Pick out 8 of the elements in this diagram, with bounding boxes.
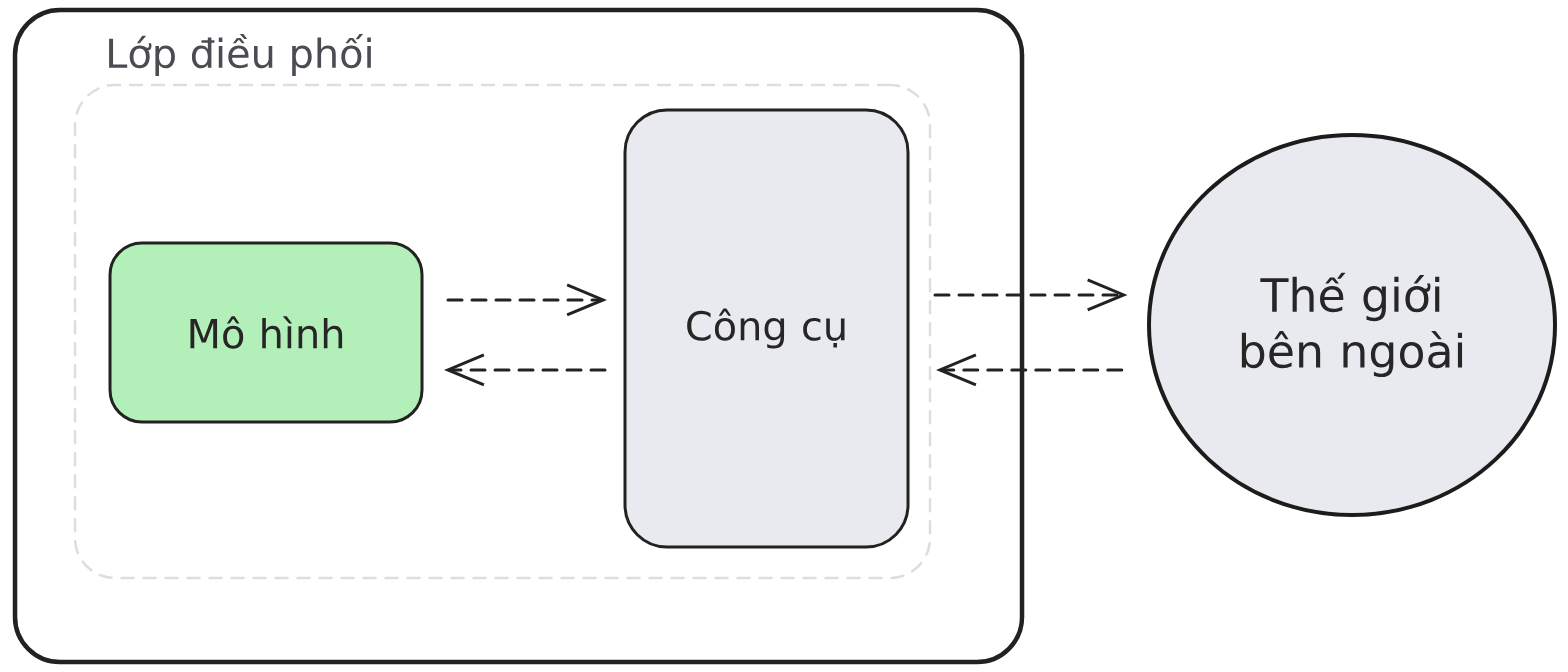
arrow (444, 353, 607, 387)
ellipse-node: Thế giới bên ngoài (1147, 133, 1557, 517)
process-box: Công cụ (623, 108, 910, 549)
process-box: Mô hình (108, 241, 424, 424)
arrow (933, 278, 1128, 312)
arrow (936, 353, 1124, 387)
dashed-group-box (73, 83, 932, 580)
arrow (446, 283, 607, 317)
